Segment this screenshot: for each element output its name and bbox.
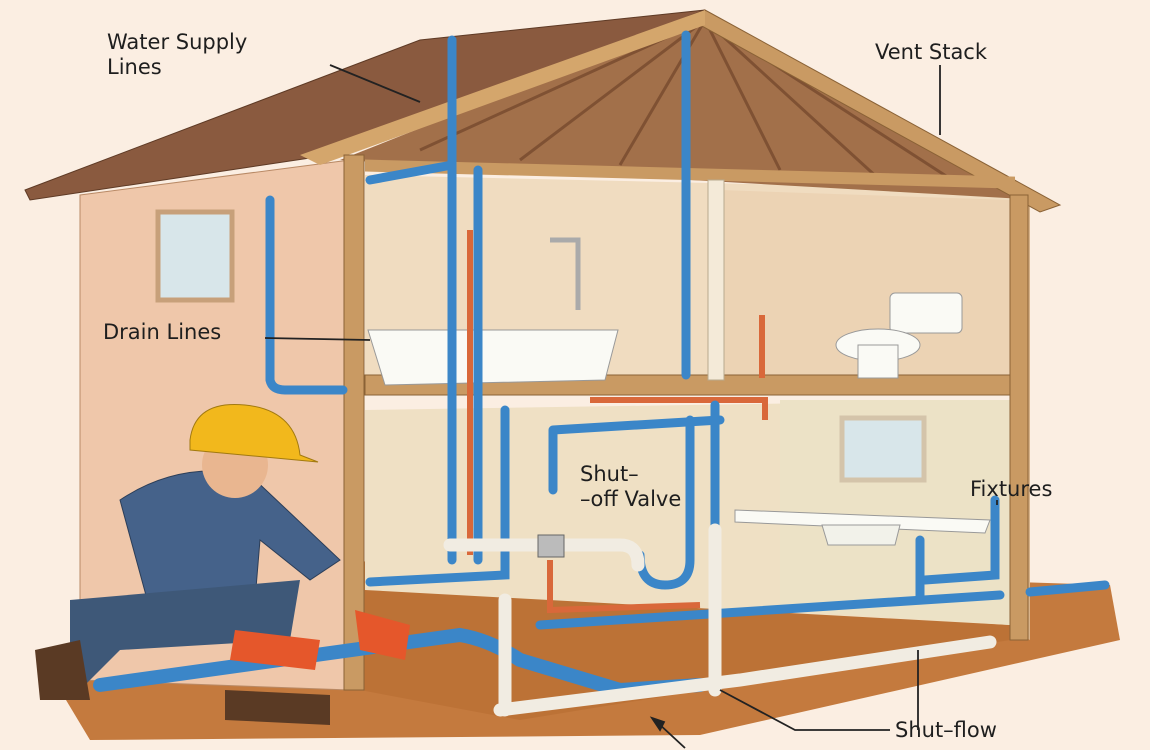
post-center (707, 179, 725, 381)
shutoff-valve-icon (537, 534, 565, 558)
drain-pipe-white (443, 538, 645, 572)
post-left (343, 154, 365, 691)
bottom-arrow-line (657, 722, 686, 749)
glove-left (230, 630, 320, 670)
window-lower (839, 415, 927, 483)
post-right (1009, 194, 1029, 641)
sink (734, 509, 991, 534)
water-supply-leader (329, 64, 421, 103)
worker (35, 403, 410, 725)
label-shutoff-valve: Shut– –off Valve (580, 462, 682, 511)
label-water-supply-lines: Water Supply Lines (107, 30, 248, 79)
toilet-tank (889, 292, 963, 334)
shut-flow-leader (719, 689, 890, 731)
bottom-arrow-head (649, 716, 666, 732)
label-drain-lines: Drain Lines (103, 320, 222, 344)
label-fixtures: Fixtures (970, 477, 1053, 501)
label-shut-flow: Shut–flow (895, 718, 997, 742)
bathtub (367, 329, 619, 386)
hard-hat (189, 403, 319, 463)
label-vent-stack: Vent Stack (875, 40, 988, 64)
glove-right (355, 610, 410, 660)
main-supply-pipe (93, 627, 707, 698)
window-left (155, 209, 235, 303)
drain-line-pipe (265, 195, 348, 395)
drain-lines-leader (264, 337, 371, 341)
